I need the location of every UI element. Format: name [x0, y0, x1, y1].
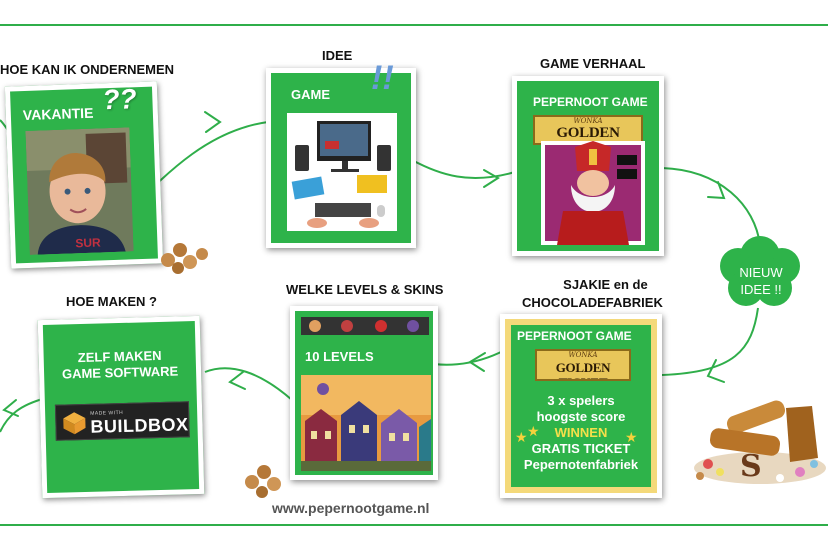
- bottom-border-line: [0, 524, 828, 526]
- sinterklaas-phone-illustration: [541, 141, 645, 245]
- arrowhead-2: [483, 169, 500, 188]
- website-url: www.pepernootgame.nl: [272, 500, 430, 516]
- ticket-wonka: WONKA: [568, 351, 598, 359]
- card-label: GAME: [291, 87, 330, 102]
- game-level-houses-illustration: [301, 375, 431, 471]
- pepernoten-2-icon: [245, 465, 281, 498]
- star-icon: ★: [527, 423, 540, 439]
- card-verhaal: PEPERNOOT GAME WONKA GOLDEN TICKET: [512, 76, 664, 256]
- line-spelers: 3 x spelers: [547, 393, 615, 408]
- card-label: VAKANTIE: [22, 104, 94, 124]
- question-marks: ??: [101, 83, 138, 116]
- line-score: hoogste score: [536, 409, 626, 424]
- sjakie-lines: 3 x spelers hoogste score WINNEN GRATIS …: [511, 393, 651, 473]
- cloud-line-1: NIEUW: [739, 265, 783, 280]
- line-ticket: GRATIS TICKET: [531, 441, 631, 456]
- cloud-line-2: IDEE !!: [740, 282, 782, 297]
- buildbox-text: BUILDBOX: [90, 414, 189, 437]
- boy-photo: SUR: [25, 127, 134, 255]
- caption-idee: IDEE: [322, 48, 353, 63]
- svg-text:SUR: SUR: [75, 235, 101, 250]
- skin-icons: [309, 320, 419, 332]
- card-label: 10 LEVELS: [305, 349, 374, 364]
- arrowhead-3: [707, 181, 726, 200]
- computer-setup-illustration: [287, 113, 397, 231]
- card-label: PEPERNOOT GAME: [533, 95, 648, 109]
- chocolate-pile-icon: S: [694, 400, 826, 484]
- connector-2-3: [411, 159, 516, 179]
- arrowhead-7: [2, 399, 19, 417]
- connector-cloud-6: [661, 307, 759, 376]
- caption-ondernemen: HOE KAN IK ONDERNEMEN: [0, 62, 175, 77]
- caption-maken: HOE MAKEN ?: [66, 294, 157, 309]
- caption-levels: WELKE LEVELS & SKINS: [286, 282, 444, 297]
- card-label: PEPERNOOT GAME: [517, 329, 632, 343]
- star-icon: ★: [625, 429, 638, 445]
- connector-5-4: [204, 367, 293, 401]
- buildbox-cube-icon: [63, 412, 86, 435]
- card-idee: GAME !!: [266, 59, 416, 248]
- buildbox-logo: MADE WITH BUILDBOX: [54, 401, 190, 441]
- arrowhead-6: [228, 371, 246, 390]
- cloud-label: NIEUW IDEE !!: [721, 264, 801, 298]
- line-fabriek: Pepernotenfabriek: [523, 457, 639, 472]
- card-sjakie: PEPERNOOT GAME WONKA GOLDEN TICKET 3 x s…: [500, 314, 662, 498]
- pepernoten-1-icon: [161, 243, 208, 274]
- caption-verhaal: GAME VERHAAL: [540, 56, 646, 71]
- connector-3-cloud: [661, 167, 761, 246]
- caption-sjakie: SJAKIE en de CHOCOLADEFABRIEK: [522, 276, 663, 312]
- exclamation-marks: !!: [371, 59, 394, 97]
- card-maken: ZELF MAKEN GAME SOFTWARE MADE WITH BUILD…: [37, 315, 205, 499]
- star-icon: ★: [515, 429, 528, 445]
- cloud-nieuw-idee: [720, 236, 800, 306]
- card-levels: 10 LEVELS: [290, 306, 438, 480]
- line-game-software: GAME SOFTWARE: [61, 363, 179, 382]
- card-ondernemen: VAKANTIE ?? SUR: [4, 81, 164, 269]
- caption-line-2: CHOCOLADEFABRIEK: [522, 295, 663, 310]
- svg-text:S: S: [740, 449, 762, 484]
- line-winnen: WINNEN: [554, 425, 608, 440]
- skins-bar: [301, 317, 429, 335]
- ticket-wonka: WONKA: [573, 117, 603, 125]
- ticket-title: GOLDEN TICKET: [555, 360, 611, 379]
- top-border-line: [0, 24, 828, 26]
- caption-line-1: SJAKIE en de: [563, 277, 648, 292]
- arrowhead-4: [706, 359, 725, 383]
- golden-ticket: WONKA GOLDEN TICKET: [535, 349, 631, 381]
- arrowhead-1: [204, 111, 222, 133]
- maken-lines: ZELF MAKEN GAME SOFTWARE: [50, 347, 191, 383]
- arrowhead-5: [468, 352, 486, 372]
